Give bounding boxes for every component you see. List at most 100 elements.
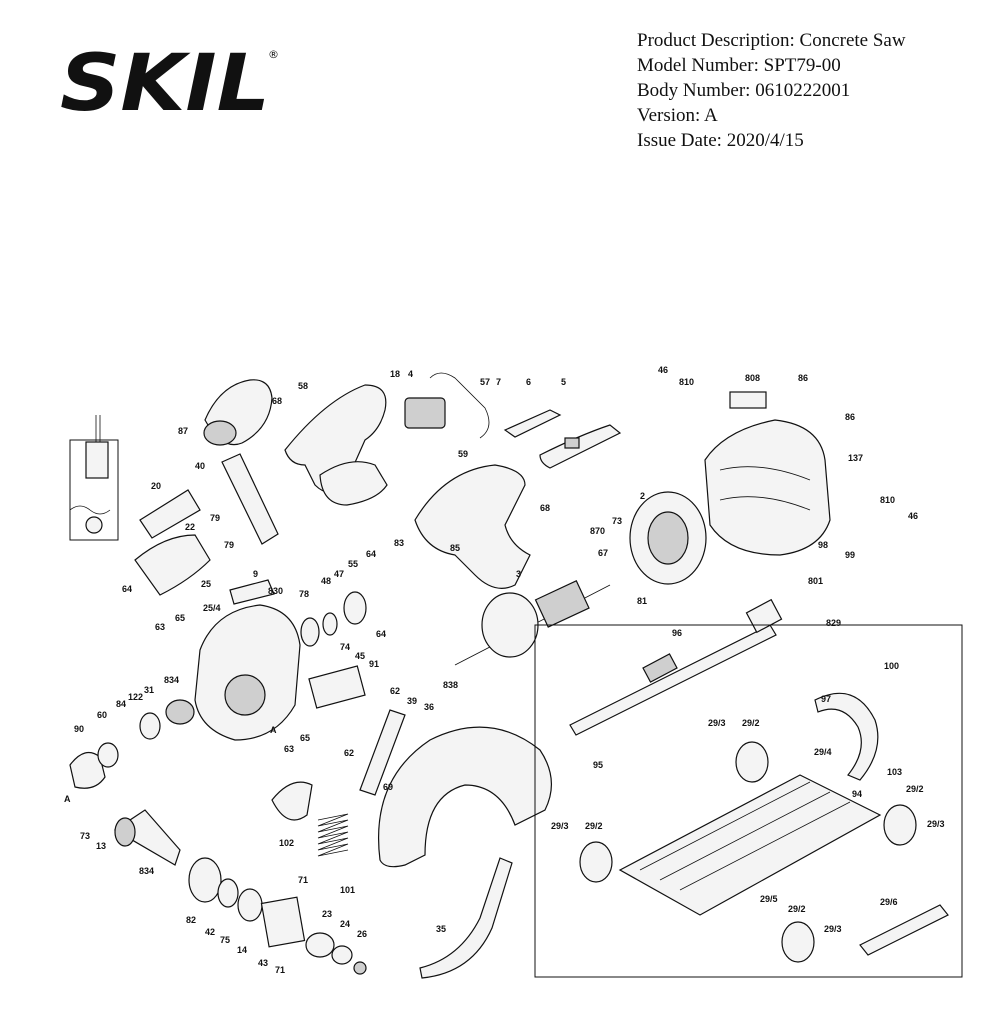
bracket-part [419, 857, 513, 979]
callout: 22 [185, 522, 195, 532]
callout: 85 [450, 543, 460, 553]
callout: 57 [480, 377, 490, 387]
callout: 29/2 [906, 784, 924, 794]
callout-labels: 87 58 68 18 4 57 7 6 5 46 810 808 86 86 … [64, 365, 945, 975]
callout: 78 [299, 589, 309, 599]
callout: 74 [340, 642, 350, 652]
callout: 97 [821, 694, 831, 704]
callout: 102 [279, 838, 294, 848]
callout: 46 [908, 511, 918, 521]
callout: 39 [407, 696, 417, 706]
switch-part [404, 372, 490, 439]
callout: 137 [848, 453, 863, 463]
callout: 834 [164, 675, 179, 685]
callout: 86 [845, 412, 855, 422]
product-description: Product Description: Concrete Saw [637, 30, 906, 51]
callout: 64 [122, 584, 132, 594]
callout: 59 [458, 449, 468, 459]
callout: 46 [658, 365, 668, 375]
model-number: Model Number: SPT79-00 [637, 55, 841, 76]
bearings-part [300, 591, 367, 647]
rear-handle-part [284, 384, 388, 506]
callout: 2 [640, 491, 645, 501]
nose-cover-part [203, 379, 273, 446]
callout: 35 [436, 924, 446, 934]
callout: 98 [818, 540, 828, 550]
callout: 73 [612, 516, 622, 526]
callout: 103 [887, 767, 902, 777]
callout: 45 [355, 651, 365, 661]
blade-guard-part [377, 726, 553, 868]
callout: 5 [561, 377, 566, 387]
callout: 29/3 [824, 924, 842, 934]
callout: 87 [178, 426, 188, 436]
callout: 13 [96, 841, 106, 851]
version: Version: A [637, 105, 718, 126]
callout: 83 [394, 538, 404, 548]
wheels-part [579, 741, 917, 963]
spindle-part [113, 809, 181, 866]
flange-part [188, 857, 367, 975]
wrench-part [859, 904, 949, 956]
armature-part [454, 580, 611, 666]
callout: 48 [321, 576, 331, 586]
callout: 20 [151, 481, 161, 491]
callout: 808 [745, 373, 760, 383]
callout: 4 [408, 369, 413, 379]
callout: 40 [195, 461, 205, 471]
callout: 26 [357, 929, 367, 939]
callout: 101 [340, 885, 355, 895]
motor-housing-part [704, 391, 831, 556]
callout: 58 [298, 381, 308, 391]
bevel-bracket-part [814, 692, 879, 781]
callout: 14 [237, 945, 247, 955]
callout: 9 [253, 569, 258, 579]
callout: 29/6 [880, 897, 898, 907]
issue-date: Issue Date: 2020/4/15 [637, 130, 804, 151]
callout: 829 [826, 618, 841, 628]
callout: 69 [383, 782, 393, 792]
skil-logo: SKIL ® [60, 44, 279, 116]
callout: 55 [348, 559, 358, 569]
callout: 65 [300, 733, 310, 743]
front-handle-part [414, 464, 531, 589]
spring-part [317, 813, 349, 857]
callout: 63 [284, 744, 294, 754]
callout: 25/4 [203, 603, 221, 613]
callout: 18 [390, 369, 400, 379]
gear-housing-part [194, 604, 301, 741]
callout: 23 [322, 909, 332, 919]
callout: 870 [590, 526, 605, 536]
callout: 43 [258, 958, 268, 968]
brush-holder-part [308, 665, 366, 709]
callout: 62 [390, 686, 400, 696]
callout: 67 [598, 548, 608, 558]
callout: 73 [80, 831, 90, 841]
cover-plates-part [134, 489, 275, 605]
callout: 29/5 [760, 894, 778, 904]
callout: A [270, 725, 277, 735]
callout: 64 [366, 549, 376, 559]
knob-part [69, 699, 195, 789]
callout: 75 [220, 935, 230, 945]
field-coil-part [629, 491, 707, 585]
callout: 25 [201, 579, 211, 589]
callout: 100 [884, 661, 899, 671]
callout: 68 [540, 503, 550, 513]
callout: 3 [516, 569, 521, 579]
callout: 62 [344, 748, 354, 758]
guide-rod-part [569, 598, 783, 736]
callout: 801 [808, 576, 823, 586]
callout: 79 [210, 513, 220, 523]
callout: A [64, 794, 71, 804]
callout: 71 [275, 965, 285, 975]
callout: 42 [205, 927, 215, 937]
logo-text: SKIL [60, 44, 270, 116]
callout: 810 [679, 377, 694, 387]
callout: 91 [369, 659, 379, 669]
callout: 830 [268, 586, 283, 596]
callout: 84 [116, 699, 126, 709]
callout: 94 [852, 789, 862, 799]
callout: 29/2 [585, 821, 603, 831]
